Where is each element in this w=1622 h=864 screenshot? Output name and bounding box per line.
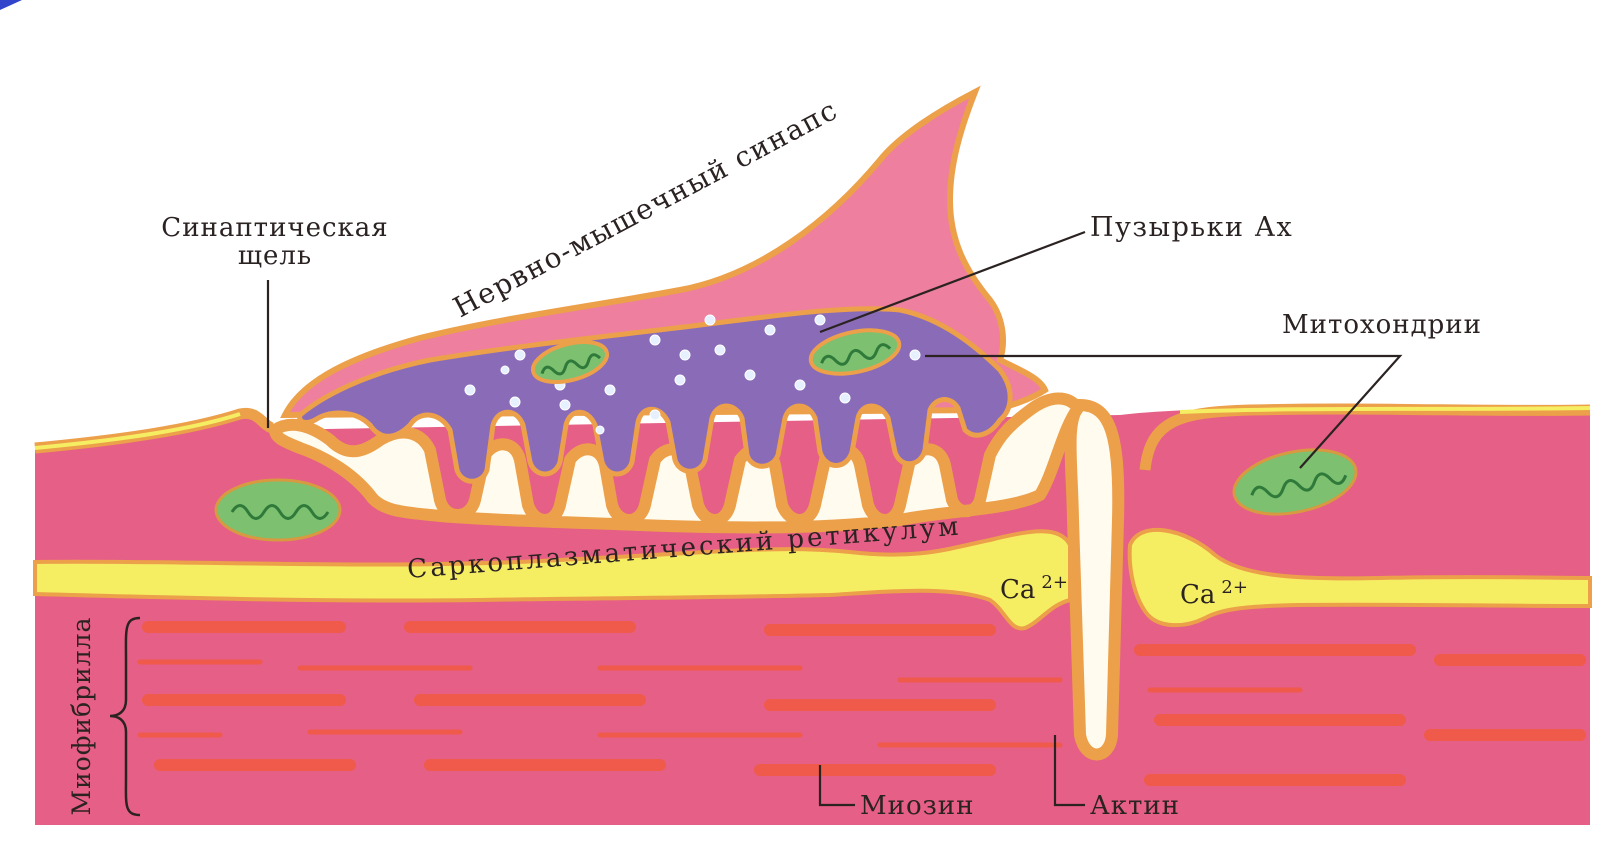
ca-right-charge: 2+ bbox=[1221, 577, 1248, 598]
label-synaptic-cleft-line2: щель bbox=[238, 241, 312, 271]
t-tubule bbox=[1071, 405, 1119, 755]
ca-left-symbol: Ca bbox=[1000, 575, 1035, 605]
ca-left-charge: 2+ bbox=[1041, 572, 1068, 593]
mitochondrion-muscle-left bbox=[216, 480, 340, 540]
label-ach-vesicles: Пузырьки Ах bbox=[1090, 212, 1293, 243]
ca-right-symbol: Ca bbox=[1180, 580, 1215, 610]
label-synaptic-cleft-line1: Синаптическая bbox=[161, 213, 388, 243]
corner-mark bbox=[0, 0, 22, 10]
label-mitochondria: Митохондрии bbox=[1282, 310, 1482, 340]
label-myosin: Миозин bbox=[860, 791, 974, 821]
label-actin: Актин bbox=[1090, 791, 1180, 821]
label-myofibril: Миофибрилла bbox=[67, 617, 96, 816]
